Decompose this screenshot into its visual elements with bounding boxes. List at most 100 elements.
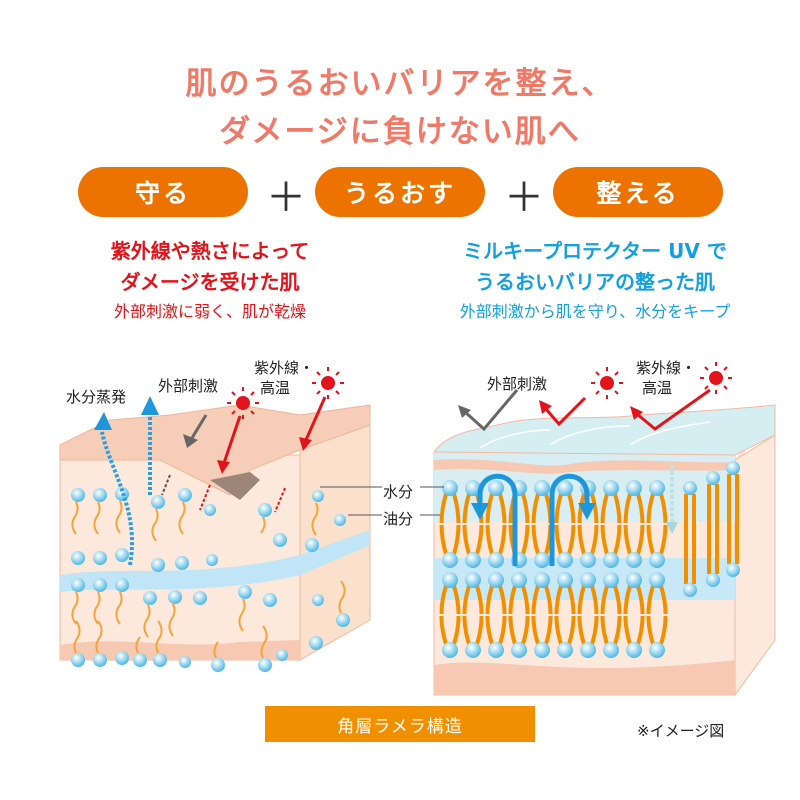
- right-caption-line-1: ミルキープロテクター UV で: [463, 239, 727, 263]
- skin-band: [434, 660, 735, 695]
- lipid-head: [557, 642, 573, 658]
- uv-label-line-1: 紫外線・: [254, 359, 315, 377]
- lipid-heads: [71, 487, 350, 672]
- deflected-uv-arrowhead-1: [539, 400, 552, 414]
- uv-heat-label-right: 紫外線・ 高温: [636, 358, 696, 398]
- lipid-head: [726, 461, 740, 475]
- evaporation-arrowhead-2: [141, 396, 159, 415]
- lipid-head: [465, 572, 481, 588]
- deflected-uv-arrowhead-2: [630, 406, 643, 420]
- lipid-head: [580, 572, 596, 588]
- lipid-head: [706, 573, 720, 587]
- lipid-head: [603, 552, 619, 568]
- right-caption: ミルキープロテクター UV で うるおいバリアの整った肌 外部刺激から肌を守り、…: [410, 236, 780, 326]
- lipid-head: [626, 572, 642, 588]
- lipid-head: [442, 552, 458, 568]
- lipid-head: [465, 642, 481, 658]
- pill-moisturize: うるおす: [315, 167, 485, 217]
- water-circulation-arrow-1: [477, 473, 518, 566]
- deflected-uv-arrow-2: [636, 388, 711, 431]
- lipid-head: [511, 572, 527, 588]
- sun-icon: [312, 367, 344, 399]
- water-channel: [60, 530, 370, 592]
- lipid-head: [683, 481, 697, 495]
- stimulus-arrow-inner: [161, 474, 171, 496]
- plus-sign-2: ＋: [504, 175, 544, 221]
- deflected-stimulus-arrowhead: [458, 405, 471, 418]
- right-caption-sub: 外部刺激から肌を守り、水分をキープ: [459, 302, 731, 321]
- lipid-head: [580, 552, 596, 568]
- lipid-head: [557, 572, 573, 588]
- lipid-head: [626, 480, 642, 496]
- lipid-tail: [727, 474, 739, 564]
- water-circulation-arrow-2: [549, 473, 590, 566]
- lipid-head: [534, 642, 550, 658]
- skin-band-top: [434, 459, 735, 474]
- left-caption-line-2: ダメージを受けた肌: [120, 270, 300, 294]
- lipid-head: [534, 572, 550, 588]
- external-stimulus-label-right: 外部刺激: [487, 375, 548, 393]
- lipid-head: [649, 572, 665, 588]
- evaporation-label: 水分蒸発: [66, 388, 127, 406]
- lipid-head: [442, 642, 458, 658]
- left-caption: 紫外線や熱さによって ダメージを受けた肌 外部刺激に弱く、肌が乾燥: [40, 236, 380, 326]
- plus-sign-1: ＋: [266, 175, 306, 221]
- lipid-head: [534, 480, 550, 496]
- stimulus-arrow: [190, 414, 208, 439]
- lipid-head: [649, 552, 665, 568]
- pill-condition: 整える: [553, 167, 723, 217]
- oil-label: 油分: [383, 510, 414, 528]
- lipid-head: [626, 552, 642, 568]
- water-label: 水分: [383, 483, 414, 501]
- uv-heat-label-left: 紫外線・ 高温: [254, 358, 314, 398]
- left-caption-sub: 外部刺激に弱く、肌が乾燥: [113, 302, 306, 321]
- lipid-head: [603, 480, 619, 496]
- lipid-head: [649, 642, 665, 658]
- lipid-head: [626, 642, 642, 658]
- evaporation-arrowhead-1: [94, 412, 112, 430]
- lipid-head: [442, 480, 458, 496]
- uv-label-line-1: 紫外線・: [636, 359, 697, 377]
- uv-arrowhead-2: [299, 437, 312, 451]
- uv-arrow-1-inner: [199, 484, 211, 511]
- lipid-head: [557, 480, 573, 496]
- sun-icon: [591, 367, 623, 399]
- lipid-tail: [684, 494, 696, 584]
- water-retention-arrowhead: [666, 522, 678, 534]
- lipid-head: [603, 642, 619, 658]
- protected-skin-diagram: [420, 362, 776, 697]
- sun-icon: [227, 387, 259, 419]
- water-circulation-arrowhead-2: [578, 503, 596, 520]
- headline-line-2: ダメージに負けない肌へ: [219, 114, 581, 150]
- image-note: ※イメージ図: [637, 722, 725, 740]
- uv-label-line-2: 高温: [642, 379, 673, 397]
- lipid-head: [442, 572, 458, 588]
- lipid-tails: [71, 500, 346, 659]
- lipid-head: [488, 552, 504, 568]
- uv-arrow-1: [222, 415, 242, 464]
- lipid-head: [534, 552, 550, 568]
- stimulus-arrowhead: [183, 434, 198, 448]
- deflected-uv-arrow-1: [543, 396, 587, 427]
- uv-arrowhead-1: [217, 460, 230, 474]
- left-caption-line-1: 紫外線や熱さによって: [110, 239, 310, 263]
- deflected-stimulus-arrow: [463, 389, 519, 432]
- external-stimulus-label-left: 外部刺激: [158, 377, 219, 395]
- lipid-head: [488, 480, 504, 496]
- uv-label-line-2: 高温: [260, 379, 291, 397]
- surface-curves: [479, 421, 711, 449]
- lipid-head: [603, 572, 619, 588]
- lipid-head: [465, 480, 481, 496]
- lamellar-structure-label: 角層ラメラ構造: [265, 706, 535, 742]
- uv-arrow-2: [304, 396, 327, 441]
- scale-shadow: [210, 472, 260, 500]
- lipid-head: [706, 471, 720, 485]
- lipid-head: [511, 642, 527, 658]
- water-circulation-arrowhead-1: [471, 503, 489, 520]
- lipid-head: [465, 552, 481, 568]
- flaking-scales: [59, 404, 371, 496]
- skin-block-side-face: [734, 434, 776, 697]
- lipid-tail: [707, 484, 719, 574]
- uv-arrow-2-inner: [274, 487, 286, 513]
- lipid-head: [488, 572, 504, 588]
